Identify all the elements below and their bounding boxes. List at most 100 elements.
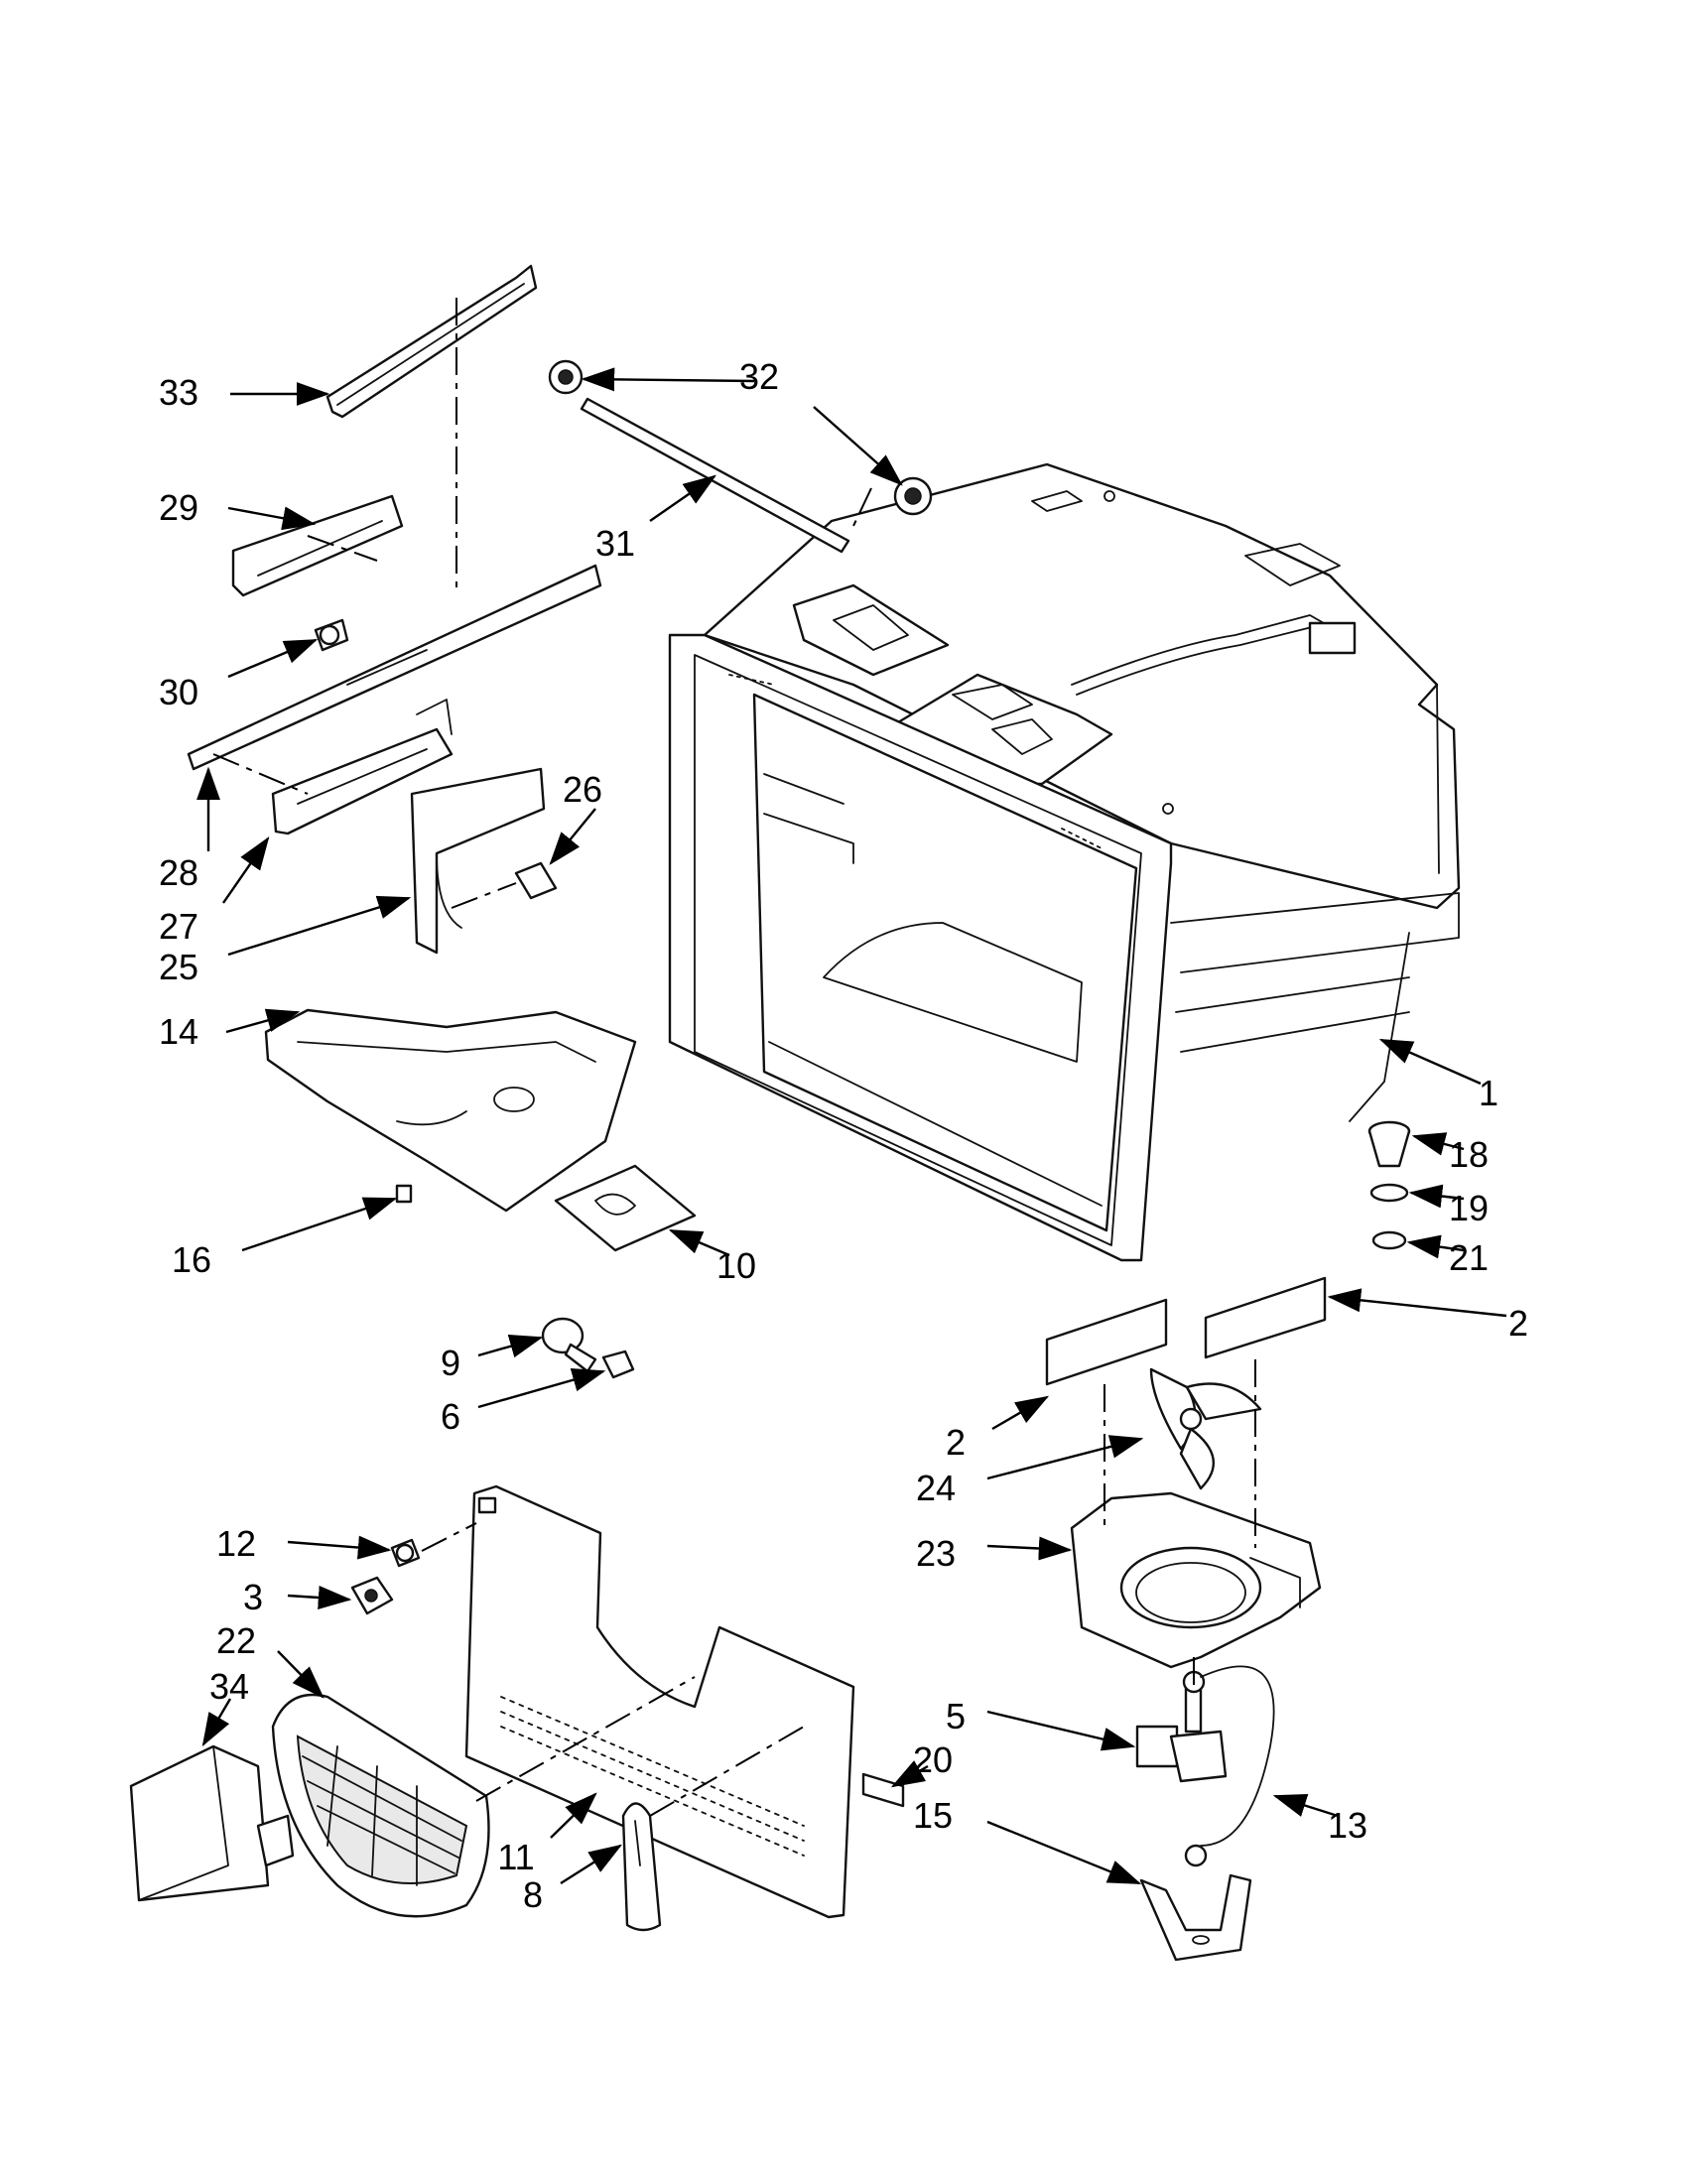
pad-part-2-left: [1045, 1298, 1168, 1386]
callout-label-c28: 28: [159, 852, 198, 893]
leader-32a: [581, 367, 755, 392]
callout-label-c33: 33: [159, 372, 198, 413]
bracket-part-15: [1139, 1844, 1252, 1962]
callout-label-c5: 5: [946, 1696, 966, 1736]
callout-label-c9: 9: [441, 1343, 460, 1383]
cover-part-34: [129, 1744, 295, 1902]
leader-18: [1411, 1132, 1465, 1156]
leader-3: [287, 1586, 352, 1609]
callout-label-c12: 12: [216, 1523, 256, 1564]
socket-part-6: [601, 1349, 635, 1379]
callout-label-c8: 8: [523, 1874, 543, 1915]
callout-label-c22: 22: [216, 1620, 256, 1661]
callout-label-c21: 21: [1449, 1237, 1489, 1278]
callout-label-c27: 27: [159, 906, 198, 947]
callout-label-c13: 13: [1328, 1805, 1367, 1846]
leader-2b: [991, 1395, 1050, 1431]
gear-part-32-right: [893, 476, 933, 516]
wire-harness-part-13: [1200, 1665, 1275, 1847]
rear-panel-part-11: [464, 1484, 855, 1919]
spacer-part-21: [1371, 1230, 1407, 1250]
callout-label-c20: 20: [913, 1739, 953, 1780]
callout-label-c11: 11: [497, 1837, 534, 1877]
callout-label-c15: 15: [913, 1795, 953, 1836]
leader-25: [227, 895, 412, 957]
callout-label-c1: 1: [1479, 1073, 1498, 1113]
leader-29: [227, 506, 317, 531]
leader-22: [277, 1650, 325, 1699]
leader-31: [649, 474, 716, 522]
alignment-line-therm: [649, 1726, 805, 1817]
grille-part-22: [271, 1693, 490, 1918]
alignment-line-screw: [421, 1522, 477, 1552]
pad-part-2-right: [1204, 1276, 1327, 1359]
leader-20: [890, 1760, 929, 1788]
socket-bracket-part-3: [350, 1576, 394, 1615]
leader-1: [1378, 1038, 1482, 1086]
leader-24: [986, 1435, 1144, 1480]
foot-part-18: [1367, 1120, 1411, 1168]
leader-30: [227, 638, 319, 679]
bulb-part-9: [541, 1317, 597, 1373]
leader-12: [287, 1535, 392, 1560]
clip-part-16: [395, 1184, 413, 1204]
leader-14: [225, 1008, 301, 1034]
callout-label-c31: 31: [595, 523, 635, 564]
callout-label-c29: 29: [159, 487, 198, 528]
leader-26: [549, 808, 596, 865]
callout-label-c25: 25: [159, 947, 198, 987]
leader-27: [222, 836, 270, 904]
leader-21: [1406, 1234, 1465, 1259]
callout-label-c34: 34: [209, 1666, 249, 1707]
ice-tray-part-14: [264, 1008, 637, 1213]
fan-blade-part-24: [1149, 1367, 1262, 1490]
leader-10: [668, 1228, 730, 1257]
bracket-part-27: [271, 699, 454, 835]
fan-motor-part-5: [1135, 1670, 1228, 1783]
callout-label-c3: 3: [243, 1577, 263, 1617]
callout-label-c18: 18: [1449, 1134, 1489, 1175]
screw-part-12: [390, 1538, 421, 1568]
slide-rail-part-33: [325, 264, 538, 419]
leader-13: [1272, 1794, 1339, 1818]
pin-part-26: [514, 861, 558, 900]
leader-16: [241, 1197, 398, 1252]
leader-5: [986, 1710, 1136, 1751]
callout-label-c6: 6: [441, 1396, 460, 1437]
callout-label-c10: 10: [716, 1245, 756, 1286]
callout-label-c26: 26: [563, 769, 602, 810]
callout-label-c23: 23: [916, 1533, 956, 1574]
callout-label-c2b: 2: [946, 1422, 966, 1463]
leader-8: [560, 1844, 623, 1885]
fan-shroud-part-23: [1070, 1491, 1322, 1669]
callout-label-c19: 19: [1449, 1188, 1489, 1228]
alignment-line-bracket27: [212, 753, 309, 795]
thermostat-part-8: [621, 1802, 662, 1932]
leader-2a: [1327, 1288, 1507, 1318]
leader-32b: [813, 406, 903, 486]
label-part-10: [554, 1164, 697, 1252]
alignment-line-pin26: [451, 882, 517, 909]
bracket-part-29: [231, 494, 404, 597]
leader-6: [477, 1368, 606, 1409]
rail-part-28: [187, 564, 602, 771]
leader-19: [1408, 1184, 1465, 1209]
washer-part-19: [1369, 1183, 1409, 1203]
screw-part-30: [314, 618, 349, 652]
alignment-line-bracket29: [307, 535, 378, 562]
freezer-liner-part-1: [668, 462, 1461, 1262]
leader-34: [201, 1698, 232, 1747]
gear-part-32-left: [548, 359, 584, 395]
callout-label-c32: 32: [739, 356, 779, 397]
leader-23: [986, 1536, 1073, 1561]
callout-label-c14: 14: [159, 1011, 198, 1052]
alignment-line-grille: [475, 1676, 696, 1802]
callout-label-c30: 30: [159, 672, 198, 712]
leader-9: [477, 1335, 544, 1358]
gasket-part-20: [861, 1772, 905, 1808]
leader-15: [986, 1820, 1142, 1885]
alignment-line-gear: [852, 487, 872, 527]
